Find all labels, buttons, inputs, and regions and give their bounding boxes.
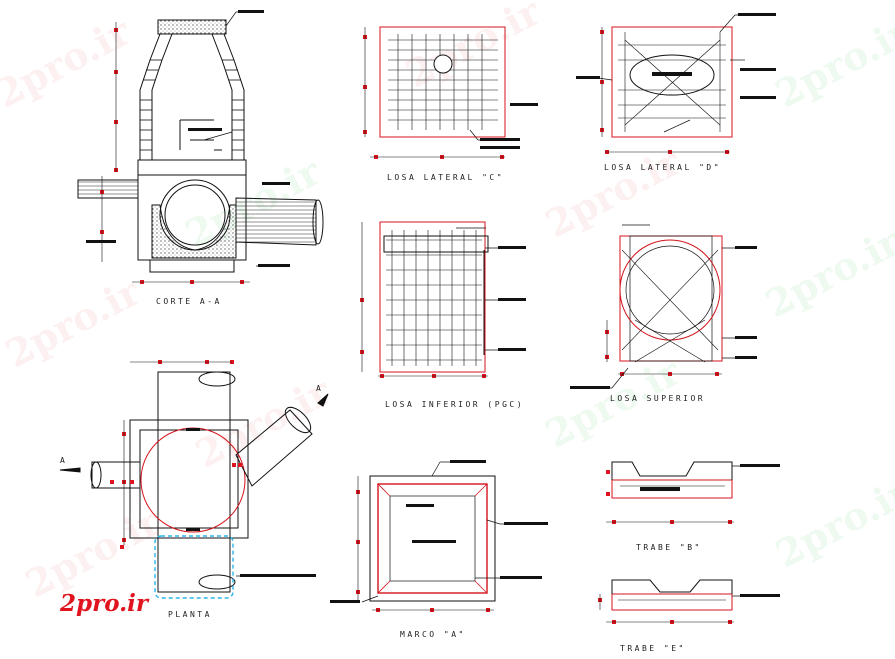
- losa-lateral-c-drawing: [379, 26, 506, 138]
- section-mark-a-left: A: [60, 456, 65, 465]
- title-corte-a-a: CORTE A-A: [156, 297, 222, 306]
- title-losa-lateral-d: LOSA LATERAL "D": [604, 163, 722, 172]
- losa-superior-drawing: [619, 235, 723, 363]
- section-mark-a-right: A: [316, 384, 321, 393]
- annotation-note-bars: [86, 10, 780, 603]
- title-planta: PLANTA: [168, 610, 212, 619]
- trabe-b-drawing: [611, 461, 733, 499]
- marco-a-drawing: [369, 475, 496, 602]
- title-losa-inferior: LOSA INFERIOR (PGC): [385, 400, 525, 409]
- title-marco-a: MARCO "A": [400, 630, 466, 639]
- title-losa-superior: LOSA SUPERIOR: [610, 394, 706, 403]
- brand-logo: 2pro.ir: [60, 590, 149, 617]
- losa-lateral-d-drawing: [611, 26, 733, 138]
- title-trabe-e: TRABE "E": [620, 644, 686, 653]
- dimension-lines: [101, 22, 734, 623]
- annotation-leaders: [203, 11, 780, 603]
- title-losa-lateral-c: LOSA LATERAL "C": [387, 173, 505, 182]
- planta-plan-view: [59, 371, 329, 599]
- title-trabe-b: TRABE "B": [636, 543, 702, 552]
- corte-a-a-section: [77, 19, 324, 273]
- trabe-e-drawing: [611, 579, 733, 611]
- losa-inferior-drawing: [379, 221, 489, 373]
